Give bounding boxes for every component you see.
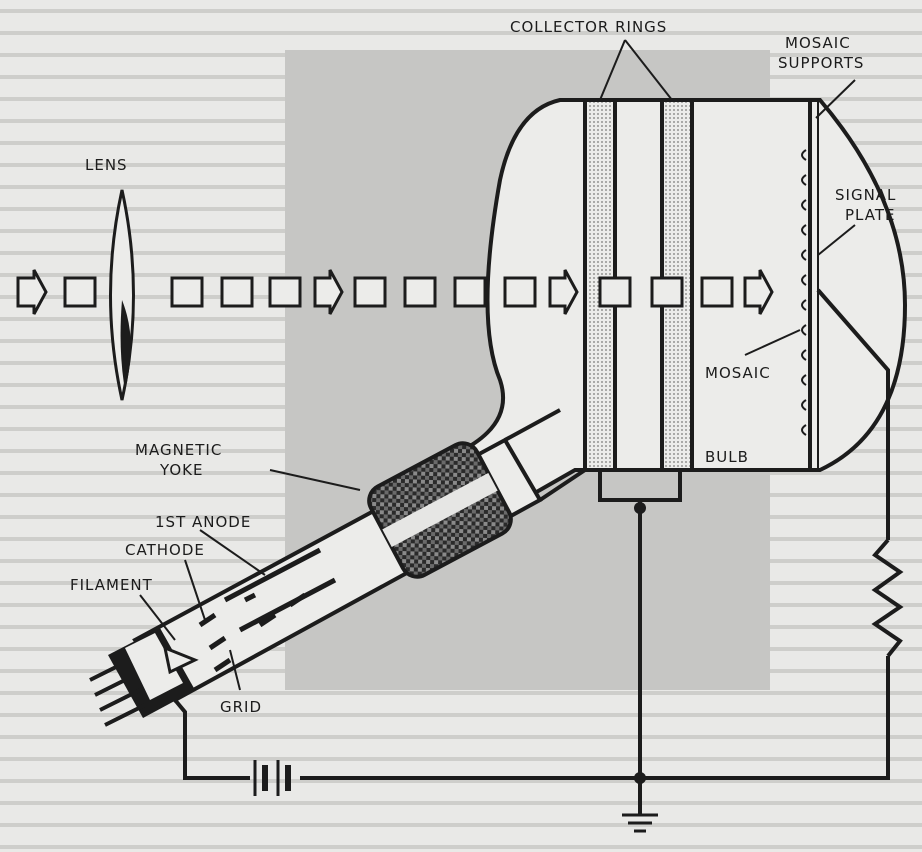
magnetic-yoke: [367, 441, 513, 579]
junction-dot: [634, 772, 646, 784]
mosaic-elements: [801, 149, 807, 436]
light-path: [16, 269, 774, 315]
first-anode-structure: [223, 547, 337, 633]
cathode-base: [89, 628, 199, 727]
arrow-icon: [548, 269, 579, 315]
signal-plate: [808, 100, 819, 470]
arrow-icon: [313, 269, 344, 315]
circuit-wiring: [173, 288, 904, 815]
label-bulb: BULB: [705, 448, 749, 466]
label-first-anode: 1ST ANODE: [155, 513, 251, 531]
label-magnetic-yoke: YOKE: [159, 461, 203, 479]
ground-icon: [622, 813, 658, 833]
label-grid: GRID: [220, 698, 262, 716]
label-cathode: CATHODE: [125, 541, 205, 559]
label-lens: LENS: [85, 156, 128, 174]
arrow-icon: [743, 269, 774, 315]
label-mosaic-supports: SUPPORTS: [778, 54, 864, 72]
label-mosaic: MOSAIC: [705, 364, 771, 382]
junction-dot: [634, 502, 646, 514]
label-collector-rings: COLLECTOR RINGS: [510, 18, 667, 36]
grid-electrode: [198, 612, 232, 673]
label-magnetic-yoke: MAGNETIC: [135, 441, 222, 459]
arrow-icon: [16, 269, 48, 315]
leader-lines: [139, 39, 856, 691]
label-filament: FILAMENT: [70, 576, 153, 594]
label-mosaic-supports: MOSAIC: [785, 34, 851, 52]
lens: [109, 189, 135, 401]
label-signal-plate: PLATE: [845, 206, 895, 224]
label-signal-plate: SIGNAL: [835, 186, 896, 204]
battery-icon: [253, 760, 291, 796]
